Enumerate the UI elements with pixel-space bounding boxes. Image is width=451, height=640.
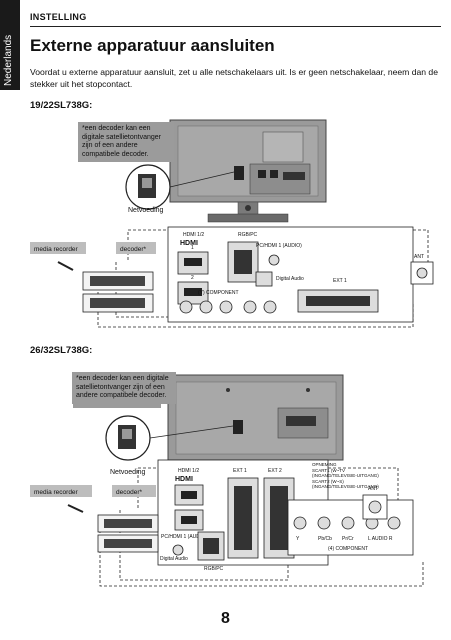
component-sublabel-pr: Pr/Cr — [342, 536, 354, 542]
power-socket-1 — [234, 166, 244, 180]
language-label: Nederlands — [3, 34, 14, 86]
component-jack-2 — [199, 300, 213, 314]
section-header: INSTELLING — [30, 12, 87, 22]
pc-audio-label-2: PC/HDMI 1 (AUDIO) — [161, 534, 207, 540]
power-label-1: Netvoeding — [128, 207, 164, 214]
hdmi-port-label-1: HDMI 1/2 — [183, 232, 204, 238]
media-recorder-label-2: media recorder — [34, 489, 79, 496]
hdmi-logo-2: HDMI — [175, 476, 193, 483]
component-jack-4 — [243, 300, 257, 314]
media-recorder-label-box-2 — [30, 485, 92, 497]
scart-label-2b: EXT 2 — [268, 468, 282, 474]
decoder-label-box-1 — [116, 242, 156, 254]
page-number: 8 — [221, 610, 230, 627]
scart-label-2a: EXT 1 — [233, 468, 247, 474]
model-heading-2: 26/32SL738G: — [30, 345, 93, 356]
scart-recording-info: OPNEMING SCART1 (W~TV (INGANG/TELEVISIE-… — [312, 462, 379, 489]
digital-audio-port-1 — [255, 271, 273, 287]
digital-audio-label-1: Digital Audio — [276, 276, 304, 282]
scart-label-1: EXT 1 — [333, 278, 347, 284]
component-jack-2b — [317, 516, 331, 530]
component-sublabel-audio: L AUDIO R — [368, 536, 393, 542]
decoder-note-1: *een decoder kan een digitale satellieto… — [78, 122, 174, 162]
decoder-note-2: *een decoder kan een digitale satellieto… — [72, 372, 176, 404]
antenna-label-2: ANT — [368, 486, 378, 492]
decoder-label-box-2 — [112, 485, 156, 497]
intro-paragraph: Voordat u externe apparatuur aansluit, z… — [30, 67, 438, 89]
pc-audio-label-1: PC/HDMI 1 (AUDIO) — [256, 243, 302, 249]
component-label-1: (Y) COMPONENT — [198, 290, 239, 296]
header-divider — [30, 26, 441, 27]
component-jack-1 — [179, 300, 193, 314]
component-jack-5 — [263, 300, 277, 314]
component-jack-2c — [341, 516, 355, 530]
power-label-2: Netvoeding — [110, 469, 146, 476]
component-sublabel-pb: Pb/Cb — [318, 536, 332, 542]
decoder-label-2: decoder* — [116, 489, 142, 496]
rgb-pc-label-2: RGB/PC — [204, 566, 224, 572]
rgb-pc-label-1: RGB/PC — [238, 232, 258, 238]
component-jack-2a — [293, 516, 307, 530]
language-side-tab: Nederlands — [0, 0, 20, 90]
page-title: Externe apparatuur aansluiten — [30, 36, 275, 55]
connection-diagram-1: HDMI 1/2 HDMI 1 2 RGB/PC PC/HDMI 1 (AUDI… — [30, 119, 434, 328]
component-jack-2e — [387, 516, 401, 530]
hdmi-port-number-2: 2 — [191, 275, 194, 281]
tv-stand-1 — [207, 213, 289, 223]
hdmi-port-label-2: HDMI 1/2 — [178, 468, 199, 474]
hdmi-port-number-1: 1 — [191, 245, 194, 251]
pc-audio-jack-2 — [172, 544, 184, 556]
antenna-label-1: ANT — [414, 254, 424, 260]
power-socket-2 — [233, 420, 243, 434]
component-label-2: (4) COMPONENT — [328, 546, 368, 552]
media-recorder-label-box-1 — [30, 242, 86, 254]
media-recorder-label-1: media recorder — [34, 246, 79, 253]
component-jack-3 — [219, 300, 233, 314]
hdmi-logo-1: HDMI — [180, 240, 198, 247]
component-sublabel-y: Y — [296, 536, 300, 542]
decoder-label-1: decoder* — [120, 246, 146, 253]
digital-audio-label-2: Digital Audio — [160, 556, 188, 562]
model-heading-1: 19/22SL738G: — [30, 100, 93, 111]
pc-audio-jack-1 — [268, 254, 280, 266]
